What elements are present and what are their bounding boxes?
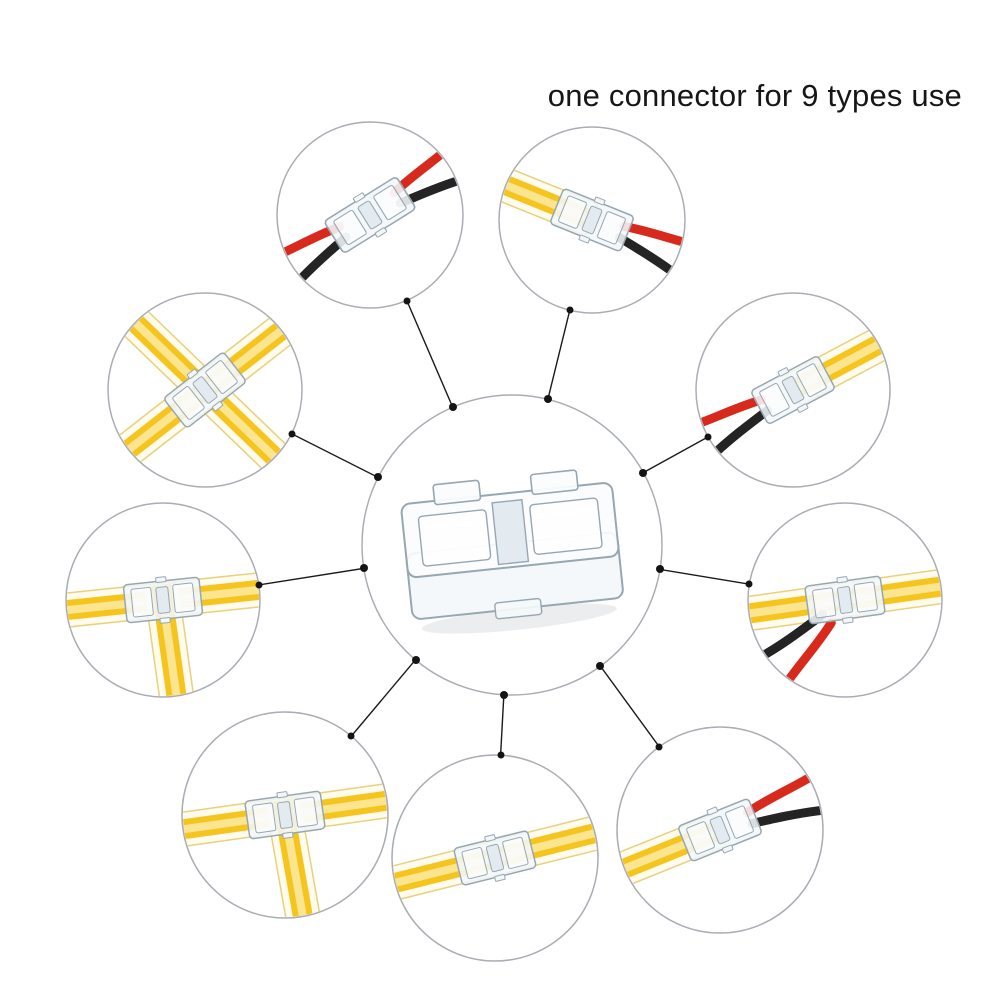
scene-strip-to-wire-top [498, 126, 686, 314]
line-nodes [255, 297, 753, 759]
product-shadow [421, 603, 617, 634]
line-node [403, 297, 411, 305]
line-node [360, 564, 368, 572]
scene-wire-to-wire [276, 121, 464, 309]
line-node [655, 743, 663, 751]
line-node [745, 580, 753, 588]
connector-slot-left [417, 509, 492, 567]
highlight-line [423, 520, 480, 530]
line-node [566, 306, 574, 314]
line-node [544, 395, 552, 403]
highlight-line [536, 508, 593, 518]
line-node [497, 751, 505, 759]
scene-strip-to-wire-bottom [616, 726, 824, 934]
line-node [449, 403, 457, 411]
scene-strip-t-left [65, 502, 261, 698]
connector-latch-right [529, 469, 579, 496]
scene-strip-cross [107, 292, 303, 488]
connector-center-bridge [491, 498, 530, 566]
scene-strip-to-strip [391, 754, 599, 962]
scene-strip-t-bottom [181, 711, 389, 919]
line-node [704, 433, 712, 441]
page-title: one connector for 9 types use [548, 78, 962, 113]
line-node [656, 565, 664, 573]
connector-latch-left [432, 479, 482, 506]
connector-product [400, 469, 624, 634]
connector-bottom-tab [494, 597, 543, 620]
line-node [288, 430, 296, 438]
scene-strip-to-wire-t [747, 502, 943, 698]
line-node [347, 732, 355, 740]
connector-slot-right [529, 497, 603, 555]
line-node [596, 662, 604, 670]
scene-wire-to-strip-right [695, 292, 891, 488]
line-node [374, 473, 382, 481]
center-hub [361, 394, 663, 696]
line-node [255, 581, 263, 589]
line-node [500, 691, 508, 699]
line-node [412, 656, 420, 664]
line-node [639, 469, 647, 477]
